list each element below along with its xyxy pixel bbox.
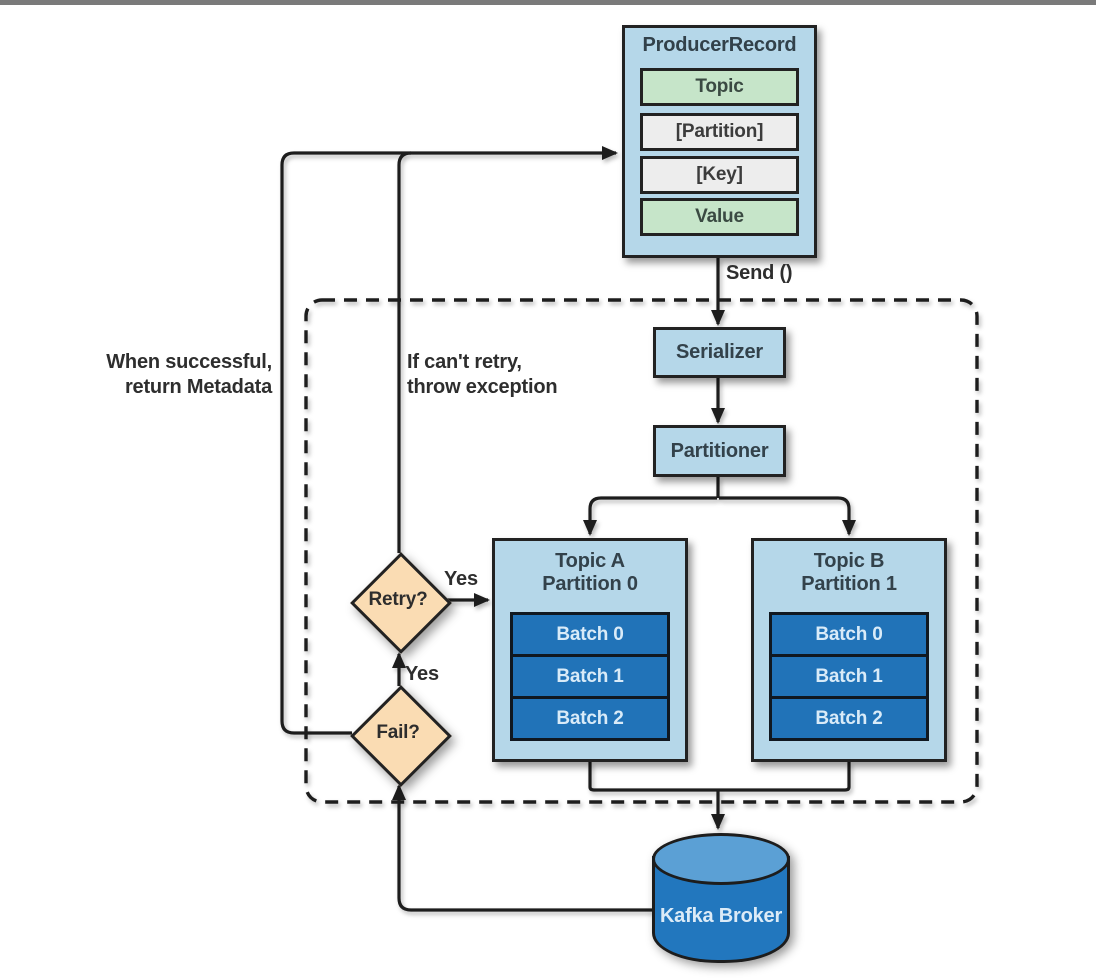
edge-branch-topic-b (719, 496, 856, 536)
batch-row: Batch 0 (769, 612, 929, 657)
topic-b-title-line1: Topic B (813, 550, 885, 572)
send-label: Send () (726, 262, 793, 284)
producer-boundary-dashed-box (304, 298, 979, 804)
batch-row: Batch 1 (769, 654, 929, 699)
kafka-broker-label: Kafka Broker (659, 905, 783, 927)
topic-b-batches: Batch 0 Batch 1 Batch 2 (769, 612, 929, 741)
partitioner-box: Partitioner (653, 425, 786, 477)
producer-record-title: ProducerRecord (642, 34, 797, 56)
edge-broker-fail (392, 784, 652, 912)
success-annotation-line1: When successful, (106, 351, 272, 373)
throw-annotation-line1: If can't retry, (407, 351, 522, 373)
topic-b-partition-box: Topic B Partition 1 Batch 0 Batch 1 Batc… (751, 538, 947, 762)
success-annotation-line2: return Metadata (124, 376, 272, 398)
producer-record-box: ProducerRecord Topic [Partition] [Key] V… (622, 25, 817, 258)
batch-row: Batch 1 (510, 654, 670, 699)
topic-a-title-line1: Topic A (555, 550, 625, 572)
kafka-broker-cylinder: Kafka Broker (652, 833, 790, 963)
throw-annotation-line2: throw exception (407, 376, 558, 398)
topic-a-title-line2: Partition 0 (542, 573, 638, 595)
batch-row: Batch 2 (769, 696, 929, 741)
edge-topic-a-merge (588, 762, 718, 792)
field-key: [Key] (640, 156, 799, 194)
retry-decision-label: Retry? (368, 589, 428, 610)
edge-topic-b-merge (718, 762, 851, 792)
topic-b-title-line2: Partition 1 (801, 573, 897, 595)
fail-decision-diamond: Fail? (350, 685, 452, 787)
edge-fail-success-metadata (280, 146, 618, 735)
success-annotation: When successful, return Metadata (92, 350, 272, 400)
topic-b-title: Topic B Partition 1 (754, 550, 944, 596)
field-topic: Topic (640, 68, 799, 106)
batch-row: Batch 2 (510, 696, 670, 741)
yes-fail-label: Yes (405, 663, 439, 685)
batch-row: Batch 0 (510, 612, 670, 657)
edge-branch-topic-a (583, 496, 717, 536)
field-partition: [Partition] (640, 113, 799, 151)
throw-exception-annotation: If can't retry, throw exception (407, 350, 567, 400)
window-top-border (0, 0, 1096, 5)
fail-decision-label: Fail? (376, 722, 420, 743)
serializer-box: Serializer (653, 327, 786, 378)
yes-retry-label: Yes (444, 568, 478, 590)
topic-a-batches: Batch 0 Batch 1 Batch 2 (510, 612, 670, 741)
field-value: Value (640, 198, 799, 236)
cylinder-top-ellipse (652, 833, 790, 885)
topic-a-title: Topic A Partition 0 (495, 550, 685, 596)
retry-decision-diamond: Retry? (350, 552, 452, 654)
topic-a-partition-box: Topic A Partition 0 Batch 0 Batch 1 Batc… (492, 538, 688, 762)
